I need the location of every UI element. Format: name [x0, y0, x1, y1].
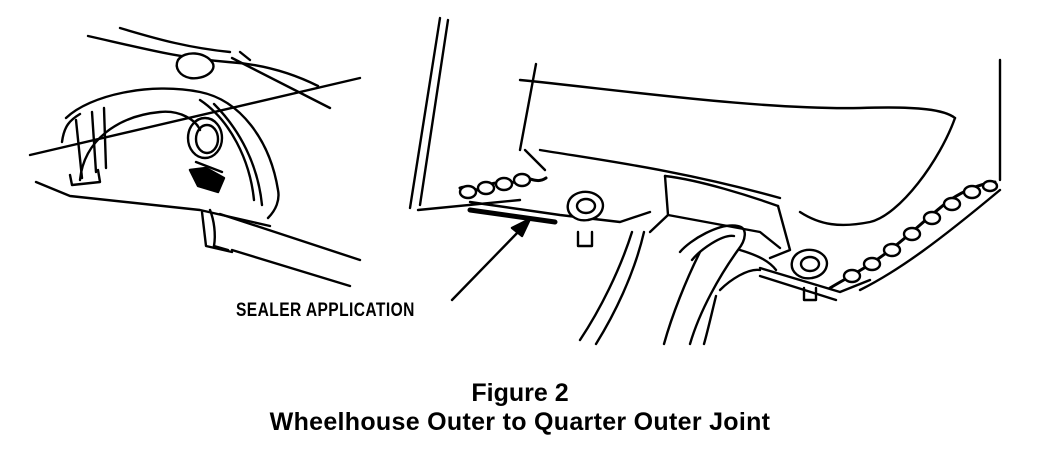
quarter-joint-detail-drawing: [408, 16, 1002, 346]
figure-number: Figure 2: [471, 379, 569, 407]
wheelhouse-inset-drawing: [28, 26, 362, 288]
sealer-application-callout: SEALER APPLICATION: [236, 300, 415, 321]
leader-arrow: [450, 217, 532, 302]
figure-title: Wheelhouse Outer to Quarter Outer Joint: [269, 408, 771, 436]
